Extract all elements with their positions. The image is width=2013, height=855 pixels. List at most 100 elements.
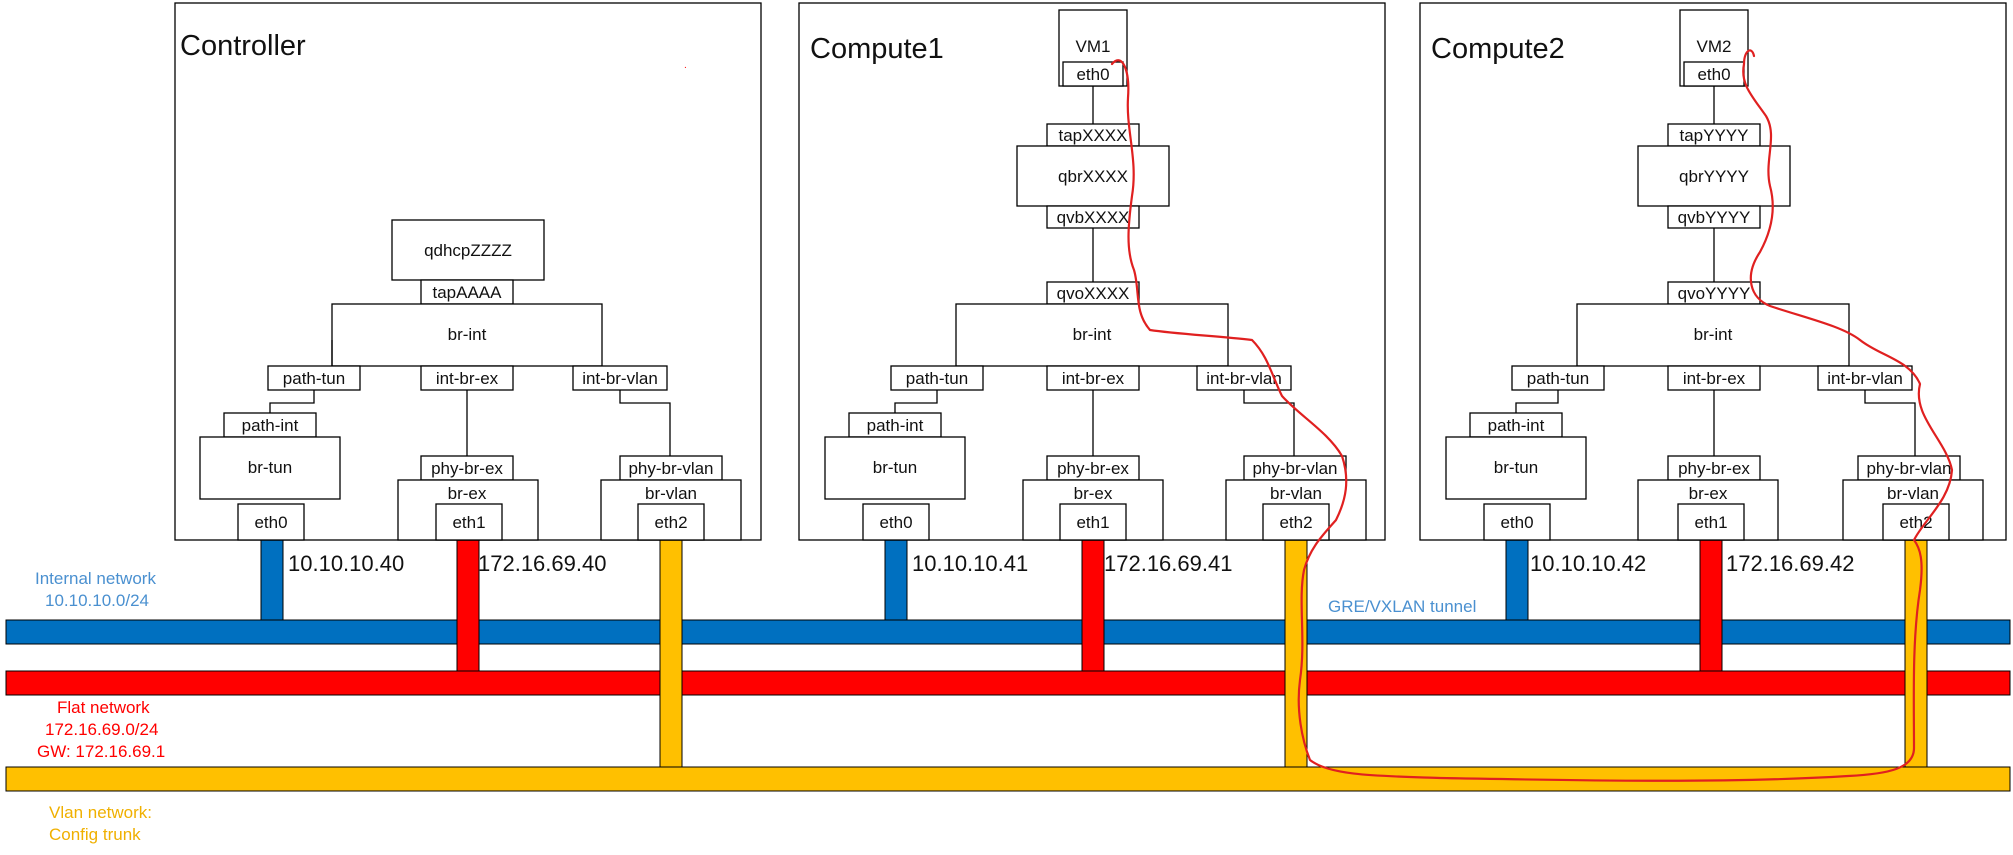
br-int-box <box>331 303 603 367</box>
packet-path-line <box>1110 49 1954 782</box>
eth2-label: eth2 <box>654 513 687 532</box>
eth1-label: eth1 <box>1076 513 1109 532</box>
tap-port <box>420 279 514 305</box>
eth2-label: eth2 <box>1279 513 1312 532</box>
eth0-label: eth0 <box>254 513 287 532</box>
compute1-host: Compute1 VM1 eth0 tapXXXX qbrXXXX qvbXXX… <box>798 2 1386 576</box>
vm2-eth0-port <box>1683 61 1745 87</box>
phy-br-ex-label: phy-br-ex <box>431 459 503 478</box>
br-vlan-label: br-vlan <box>1887 484 1939 503</box>
path-tun-label: path-tun <box>906 369 968 388</box>
path-tun-port <box>890 365 984 391</box>
eth0-port <box>237 503 305 541</box>
flat-network-subnet: 172.16.69.0/24 <box>45 720 158 739</box>
br-vlan-label: br-vlan <box>1270 484 1322 503</box>
vm2-label: VM2 <box>1697 37 1732 56</box>
controller-eth1-drop <box>456 539 480 672</box>
path-int-label: path-int <box>1488 416 1545 435</box>
ip-internal-label: 10.10.10.41 <box>912 551 1028 576</box>
qdhcp-box <box>391 219 545 281</box>
phy-br-vlan-label: phy-br-vlan <box>1252 459 1337 478</box>
int-br-vlan-label: int-br-vlan <box>1827 369 1903 388</box>
path-int-port <box>1469 412 1563 438</box>
int-br-ex-label: int-br-ex <box>436 369 499 388</box>
compute2-eth2-drop <box>1904 539 1928 768</box>
tap-label: tapAAAA <box>433 283 503 302</box>
qbr-label: qbrXXXX <box>1058 167 1128 186</box>
eth2-label: eth2 <box>1899 513 1932 532</box>
br-ex-label: br-ex <box>448 484 487 503</box>
compute2-host: Compute2 VM2 eth0 tapYYYY qbrYYYY qvbYYY… <box>1419 2 2007 576</box>
phy-br-vlan-label: phy-br-vlan <box>1866 459 1951 478</box>
vlan-network-bar <box>5 766 2011 792</box>
flat-network-gateway: GW: 172.16.69.1 <box>37 742 165 761</box>
compute2-eth1-drop <box>1699 539 1723 672</box>
eth2-port <box>637 503 705 541</box>
phy-br-vlan-label: phy-br-vlan <box>628 459 713 478</box>
internal-network-bar <box>5 619 2011 645</box>
phy-br-ex-port <box>1046 455 1140 481</box>
eth2-port <box>1882 503 1950 541</box>
vm2-eth0-label: eth0 <box>1697 65 1730 84</box>
packet-path <box>1110 49 1954 782</box>
qdhcp-label: qdhcpZZZZ <box>424 241 512 260</box>
eth1-port <box>1677 503 1745 541</box>
int-br-ex-label: int-br-ex <box>1062 369 1125 388</box>
tap-label: tapXXXX <box>1059 126 1128 145</box>
eth2-port <box>1262 503 1330 541</box>
vm1-eth0-port <box>1062 61 1124 87</box>
br-vlan-label: br-vlan <box>645 484 697 503</box>
eth1-label: eth1 <box>452 513 485 532</box>
int-br-vlan-label: int-br-vlan <box>1206 369 1282 388</box>
int-br-ex-port <box>420 365 514 391</box>
vlan-network-trunk: Config trunk <box>49 825 141 844</box>
qvb-label: qvbXXXX <box>1057 208 1130 227</box>
path-int-port <box>223 412 317 438</box>
qvo-label: qvoXXXX <box>1057 284 1130 303</box>
eth1-port <box>435 503 503 541</box>
ip-flat-label: 172.16.69.40 <box>478 551 606 576</box>
qbr-box <box>1637 145 1791 207</box>
path-int-label: path-int <box>242 416 299 435</box>
compute1-eth0-drop <box>884 539 908 621</box>
controller-eth0-drop <box>260 539 284 621</box>
br-int-box <box>955 303 1229 367</box>
ip-internal-label: 10.10.10.40 <box>288 551 404 576</box>
controller-host: Controller . qdhcpZZZZ tapAAAA br-int pa… <box>174 2 762 576</box>
vlan-network-label: Vlan network: <box>49 803 152 822</box>
vm1-eth0-label: eth0 <box>1076 65 1109 84</box>
eth0-label: eth0 <box>879 513 912 532</box>
network-bars <box>5 619 2011 792</box>
eth0-port <box>1483 503 1551 541</box>
compute2-eth0-drop <box>1505 539 1529 621</box>
br-int-label: br-int <box>1694 325 1733 344</box>
internal-network-label: Internal network <box>35 569 156 588</box>
eth0-label: eth0 <box>1500 513 1533 532</box>
compute1-title: Compute1 <box>810 33 944 65</box>
flat-network-bar <box>5 670 2011 696</box>
int-br-ex-port <box>1667 365 1761 391</box>
eth1-port <box>1059 503 1127 541</box>
br-tun-box <box>1445 436 1587 500</box>
ip-flat-label: 172.16.69.41 <box>1104 551 1232 576</box>
br-ex-label: br-ex <box>1074 484 1113 503</box>
ip-flat-label: 172.16.69.42 <box>1726 551 1854 576</box>
compute2-title: Compute2 <box>1431 33 1565 65</box>
br-tun-label: br-tun <box>1494 458 1538 477</box>
phy-br-ex-label: phy-br-ex <box>1057 459 1129 478</box>
flat-network-label: Flat network <box>57 698 150 717</box>
path-int-port <box>848 412 942 438</box>
internal-network-subnet: 10.10.10.0/24 <box>45 591 149 610</box>
path-tun-label: path-tun <box>283 369 345 388</box>
compute1-eth1-drop <box>1081 539 1105 672</box>
br-int-box <box>1576 303 1850 367</box>
stray-dot: . <box>684 60 687 71</box>
br-ex-label: br-ex <box>1689 484 1728 503</box>
qvo-label: qvoYYYY <box>1678 284 1751 303</box>
br-int-label: br-int <box>448 325 487 344</box>
int-br-vlan-port <box>1817 365 1913 391</box>
phy-br-vlan-port <box>1857 455 1961 481</box>
path-tun-port <box>267 365 361 391</box>
ip-internal-label: 10.10.10.42 <box>1530 551 1646 576</box>
